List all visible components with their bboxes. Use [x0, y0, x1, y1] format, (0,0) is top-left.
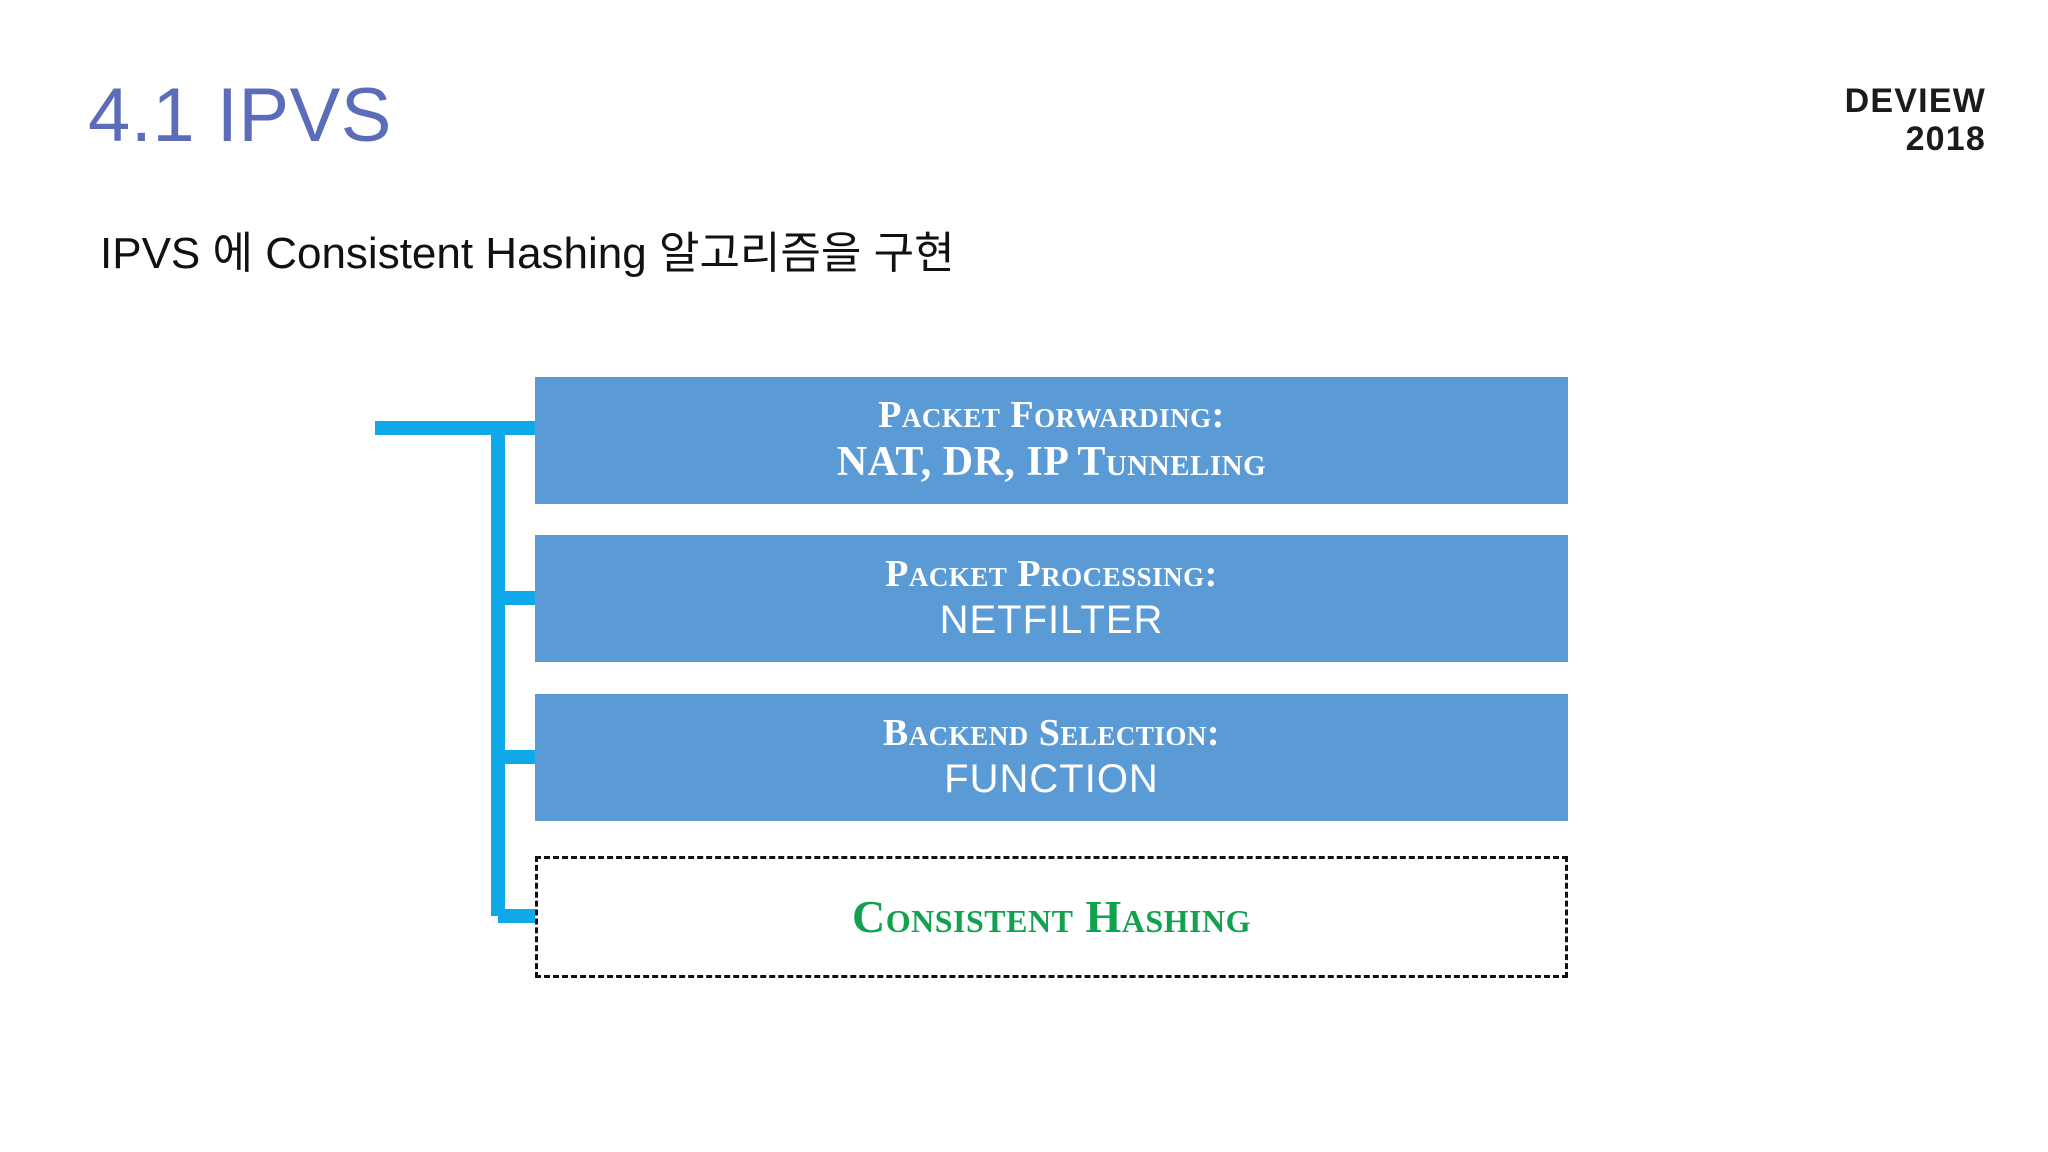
node-label-line2: NAT, DR, IP Tunneling — [836, 439, 1267, 486]
diagram-node-consistent-hashing[interactable]: Consistent Hashing — [535, 856, 1568, 978]
node-label-line1: Packet Processing: — [885, 553, 1218, 596]
diagram-node-packet-forwarding[interactable]: Packet Forwarding: NAT, DR, IP Tunneling — [535, 377, 1568, 504]
slide-subtitle: IPVS 에 Consistent Hashing 알고리즘을 구현 — [100, 229, 955, 278]
node-label-line1: Packet Forwarding: — [878, 394, 1225, 437]
deview-logo: DEVIEW 2018 — [1845, 82, 1986, 158]
diagram-node-packet-processing[interactable]: Packet Processing: NETFILTER — [535, 535, 1568, 662]
diagram-node-backend-selection[interactable]: Backend Selection: FUNCTION — [535, 694, 1568, 821]
deview-logo-line2: 2018 — [1905, 120, 1986, 159]
deview-logo-line1: DEVIEW — [1844, 82, 1986, 120]
node-label-line2: FUNCTION — [944, 757, 1159, 802]
node-label-line1: Backend Selection: — [882, 712, 1221, 755]
node-label-line2: NETFILTER — [939, 598, 1164, 643]
node-label-line1: Consistent Hashing — [852, 890, 1251, 942]
page-title: 4.1 IPVS — [88, 73, 392, 158]
